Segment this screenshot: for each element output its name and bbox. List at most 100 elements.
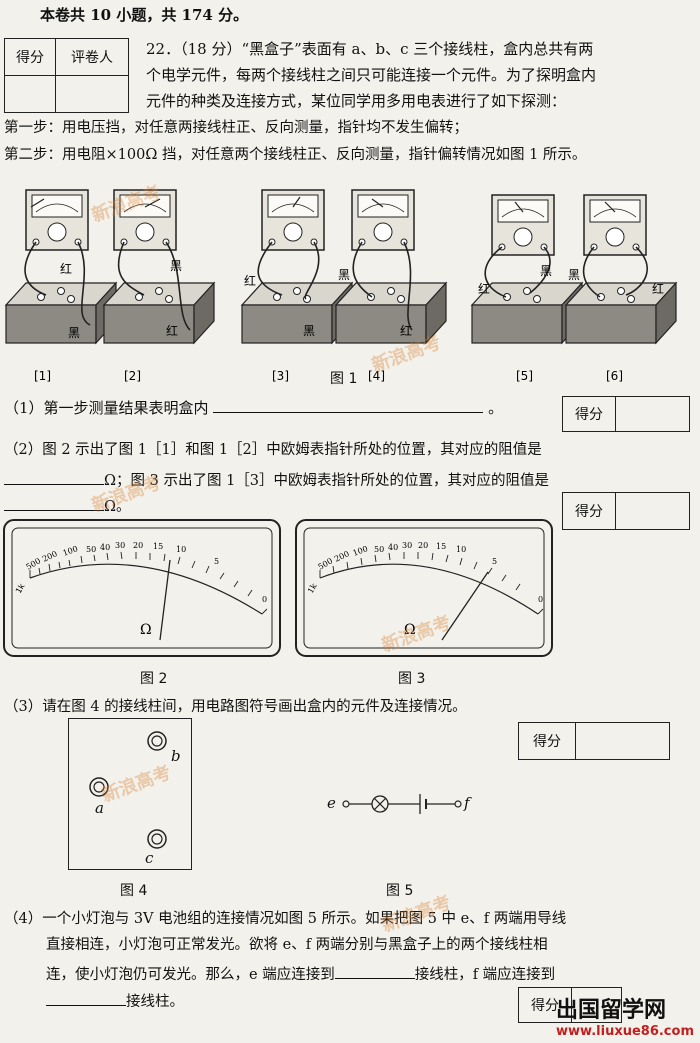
panel-4 [335, 189, 447, 344]
question-line-1: 22．（18 分）“黑盒子”表面有 a、b、c 三个接线柱，盒内总共有两 [146, 40, 594, 58]
part-2-line-2-text: Ω；图 3 示出了图 1［3］中欧姆表指针所处的位置，其对应的阻值是 [104, 473, 550, 489]
figure-2-ohm-symbol: Ω [140, 622, 152, 638]
figure-5-label-f: f [464, 794, 470, 812]
panel-2 [103, 189, 215, 344]
panel-label-1: [1] [34, 369, 51, 383]
figure-2-caption: 图 2 [140, 671, 168, 687]
lead-black-5: 黑 [540, 264, 552, 278]
grader-score-table: 得分 评卷人 [4, 38, 129, 113]
needle [144, 198, 161, 208]
part-4-line-4-text: 接线柱。 [126, 994, 184, 1010]
score-input[interactable] [576, 723, 669, 759]
part-4-score-box: 得分 [518, 987, 622, 1023]
tick-40: 40 [388, 543, 398, 552]
part-4-line-3b: 接线柱，f 端应连接到 [414, 967, 556, 983]
lead-black-1: 黑 [68, 326, 80, 340]
terminal-b-label: b [171, 747, 181, 765]
figure-4-black-box-drawing-area[interactable]: b a c [68, 718, 192, 870]
part-2-line-1: （2）图 2 示出了图 1［1］和图 1［2］中欧姆表指针所处的位置，其对应的阻… [4, 442, 542, 458]
part-1-score-box: 得分 [562, 396, 690, 432]
part-4-line-4: 接线柱。 [46, 987, 184, 1014]
grader-cell[interactable] [55, 75, 129, 113]
part-2-score-box: 得分 [562, 492, 690, 530]
score-input[interactable] [616, 493, 689, 529]
tick-100: 100 [62, 544, 79, 558]
score-label: 得分 [519, 723, 576, 759]
figures-2-3-ohm-scales: 1k 500 200 100 50 40 30 20 15 10 5 0 Ω 1… [3, 519, 553, 657]
brand-url: www.liuxue86.com [556, 1024, 694, 1039]
part-2-answer-blank-2[interactable] [4, 492, 104, 511]
figure-2-needle [159, 559, 171, 641]
tick-5: 5 [492, 557, 497, 566]
part-4-line-1: （4）一个小灯泡与 3V 电池组的连接情况如图 5 所示。如果把图 5 中 e、… [4, 911, 567, 927]
tick-50: 50 [86, 545, 96, 554]
part-1-answer-blank[interactable] [213, 394, 484, 413]
part-2-line-3: Ω。 [4, 492, 131, 519]
panel-label-4: [4] [368, 369, 385, 383]
tick-50: 50 [374, 545, 384, 554]
figure-3-caption: 图 3 [398, 671, 426, 687]
brand-name: 出国留学网 [556, 998, 667, 1023]
score-label: 得分 [519, 988, 572, 1022]
panel-label-3: [3] [272, 369, 289, 383]
site-brand-logo: 出国留学网 www.liuxue86.com [556, 992, 694, 1039]
tick-30: 30 [115, 541, 125, 550]
grader-header: 评卷人 [55, 38, 129, 76]
lead-black-3: 黑 [303, 324, 315, 338]
part-4-f-blank[interactable] [46, 987, 126, 1006]
score-input[interactable] [616, 397, 689, 431]
tick-15: 15 [436, 542, 446, 551]
part-4-e-blank[interactable] [334, 960, 415, 979]
lead-red-6: 红 [652, 281, 664, 296]
part-1-prompt: （1）第一步测量结果表明盒内 。 [4, 394, 503, 420]
lead-red-3: 红 [244, 273, 256, 288]
terminal-a-ring[interactable] [89, 777, 109, 797]
figure-4-caption: 图 4 [120, 883, 148, 899]
terminal-c-ring[interactable] [147, 829, 167, 849]
panel-label-6: [6] [606, 369, 623, 383]
tick-40: 40 [100, 543, 110, 552]
panel-label-5: [5] [516, 369, 533, 383]
tick-500: 500 [317, 556, 335, 571]
panel-6 [565, 194, 677, 344]
question-line-3: 元件的种类及连接方式，某位同学用多用电表进行了如下探测： [146, 92, 567, 110]
part-3-score-box: 得分 [518, 722, 670, 760]
tick-20: 20 [133, 541, 143, 550]
tick-10: 10 [176, 545, 186, 554]
score-label: 得分 [563, 397, 616, 431]
terminal-c-label: c [145, 849, 154, 867]
part-1-end: 。 [488, 399, 504, 417]
figure-3-needle [441, 571, 489, 641]
score-cell[interactable] [4, 75, 56, 113]
panel-5 [471, 194, 583, 344]
figure-5-circuit [342, 794, 462, 814]
part-4-line-2: 直接相连，小灯泡可正常发光。欲将 e、f 两端分别与黑盒子上的两个接线柱相 [46, 937, 548, 953]
part-2-answer-blank-1[interactable] [4, 466, 104, 485]
part-1-text: （1）第一步测量结果表明盒内 [4, 399, 209, 417]
needle [292, 196, 301, 208]
score-header: 得分 [4, 38, 56, 76]
terminal-e [342, 800, 350, 808]
lead-black-2: 黑 [170, 259, 182, 273]
panel-label-2: [2] [124, 369, 141, 383]
tick-15: 15 [153, 542, 163, 551]
lead-black-4: 黑 [338, 268, 350, 282]
part-2-line-2: Ω；图 3 示出了图 1［3］中欧姆表指针所处的位置，其对应的阻值是 [4, 466, 549, 493]
lead-black-6: 黑 [568, 268, 580, 282]
lead-red-5: 红 [478, 281, 490, 296]
panel-1 [5, 189, 117, 344]
part-4-line-3: 连，使小灯泡仍可发光。那么，e 端应连接到接线柱，f 端应连接到 [46, 960, 555, 987]
needle [371, 198, 384, 208]
tick-10: 10 [456, 545, 466, 554]
lead-red-1: 红 [60, 261, 72, 276]
tick-100: 100 [352, 544, 369, 558]
scale-left-label: 1k [306, 582, 319, 595]
terminal-b-ring[interactable] [147, 731, 167, 751]
needle [514, 201, 524, 213]
figure-2-scale: 1k 500 200 100 50 40 30 20 15 10 5 0 Ω [3, 519, 281, 657]
part-3-prompt: （3）请在图 4 的接线柱间，用电路图符号画出盒内的元件及连接情况。 [4, 699, 467, 715]
figure-5-label-e: e [327, 794, 336, 812]
tick-200: 200 [41, 549, 59, 564]
figure-5-caption: 图 5 [386, 883, 414, 899]
lead-red-4: 红 [400, 323, 412, 338]
